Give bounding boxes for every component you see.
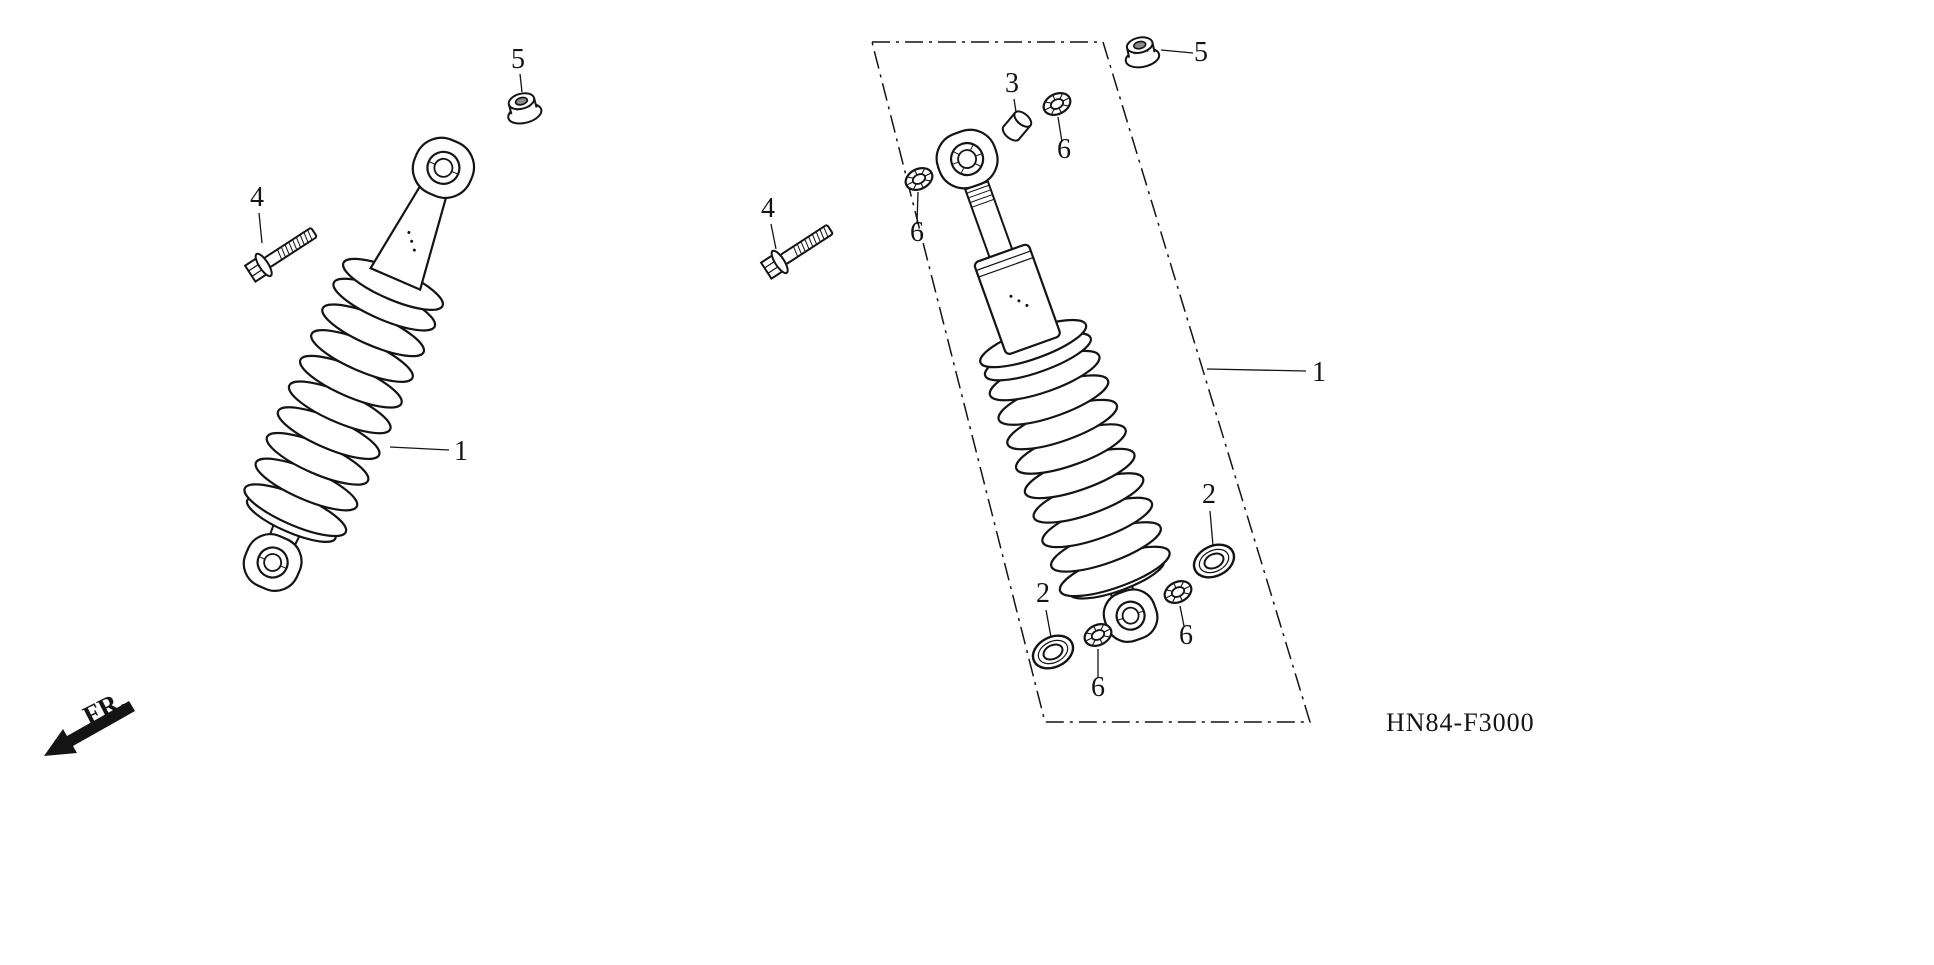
right-flange-nut	[1120, 33, 1162, 72]
left-shock-absorber	[242, 136, 476, 592]
front-arrow-icon	[44, 701, 135, 756]
callout-right-seal-upper[interactable]: 2	[1202, 479, 1216, 510]
exploded-shock-absorber	[935, 128, 1171, 643]
callout-right-collar[interactable]: 3	[1005, 68, 1019, 99]
callout-right-bolt[interactable]: 4	[761, 193, 775, 224]
collar	[1001, 110, 1033, 142]
front-direction-arrow: FR.	[44, 685, 135, 756]
dust-seal-lower-right	[1159, 575, 1197, 609]
callout-left-shock[interactable]: 1	[454, 436, 468, 467]
dust-seal-left	[900, 162, 938, 196]
callout-right-dust-seal-lower-right[interactable]: 6	[1179, 620, 1193, 651]
front-label: FR.	[78, 685, 130, 731]
callout-right-seal-lower[interactable]: 2	[1036, 578, 1050, 609]
oil-seal-lower	[1026, 628, 1080, 676]
callout-left-nut[interactable]: 5	[511, 44, 525, 75]
callout-right-shock[interactable]: 1	[1312, 357, 1326, 388]
callout-right-dust-seal-lower[interactable]: 6	[1091, 672, 1105, 703]
dust-seal-top	[1038, 87, 1076, 121]
callout-left-bolt[interactable]: 4	[250, 182, 264, 213]
exploded-view-boundary	[871, 41, 1312, 723]
right-flange-bolt	[758, 217, 839, 283]
leader-lines	[258, 49, 1307, 678]
callout-right-nut[interactable]: 5	[1194, 37, 1208, 68]
left-flange-bolt	[242, 220, 323, 286]
left-flange-nut	[502, 88, 545, 128]
figure-code-label: HN84-F3000	[1386, 708, 1535, 737]
callout-right-dust-seal-top[interactable]: 6	[1057, 134, 1071, 165]
callout-right-dust-seal-left[interactable]: 6	[910, 217, 924, 248]
oil-seal-upper	[1187, 537, 1241, 585]
